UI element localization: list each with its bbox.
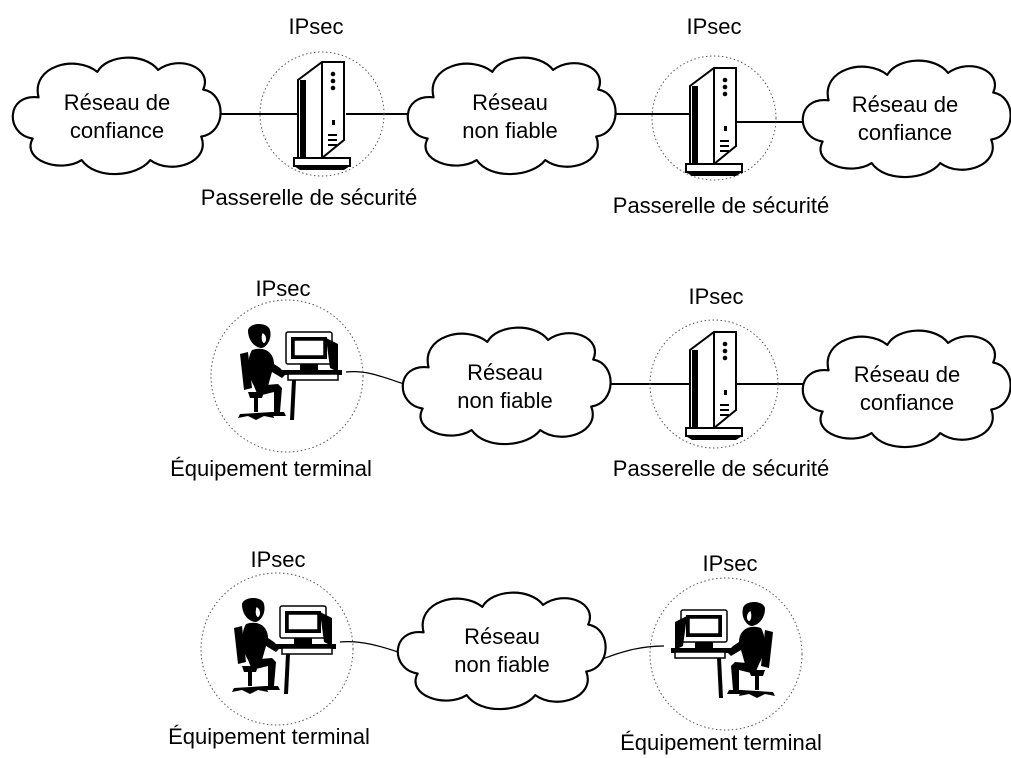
security-gateway: IPsec Passerelle de sécurité [613,14,829,218]
cloud-label-line-2: confiance [860,390,954,415]
terminal-equipment: IPsec Équipement terminal [620,551,822,755]
ipsec-zone-circle [210,299,364,453]
terminal-caption: Équipement terminal [168,724,370,749]
ipsec-zone-circle [649,319,779,449]
gateway-caption: Passerelle de sécurité [613,456,829,481]
cloud-label-line-1: Réseau [472,90,548,115]
terminal-caption: Équipement terminal [620,730,822,755]
ipsec-label: IPsec [255,276,310,301]
gateway-icon [685,331,743,441]
row-3: IPsec Équipement terminal Réseau non fia… [168,547,822,755]
terminal-caption: Équipement terminal [170,456,372,481]
ipsec-label: IPsec [702,551,757,576]
link-line [339,641,399,653]
row-2: IPsec Équipement terminal Réseau non fia… [170,276,1011,481]
gateway-icon [685,67,743,177]
gateway-caption: Passerelle de sécurité [613,193,829,218]
gateway-icon [293,61,351,171]
terminal-equipment: IPsec Équipement terminal [170,276,372,481]
ipsec-label: IPsec [688,284,743,309]
trusted-network-cloud: Réseau de confiance [801,329,1011,449]
trusted-network-cloud: Réseau de confiance [801,59,1011,179]
cloud-label-line-2: confiance [858,120,952,145]
ipsec-zone-circle [200,572,354,726]
ipsec-zone-circle [651,55,777,181]
ipsec-label: IPsec [250,547,305,572]
gateway-caption: Passerelle de sécurité [201,185,417,210]
terminal-equipment: IPsec Équipement terminal [168,547,370,749]
security-gateway: IPsec Passerelle de sécurité [613,284,829,481]
workstation-icon [670,601,776,699]
untrusted-network-cloud: Réseau non fiable [406,56,617,176]
ipsec-label: IPsec [686,14,741,39]
cloud-label-line-1: Réseau de [854,362,960,387]
cloud-label-line-1: Réseau [467,360,543,385]
untrusted-network-cloud: Réseau non fiable [401,326,612,446]
cloud-label-line-1: Réseau de [64,90,170,115]
link-line [599,645,665,661]
ipsec-zone-circle [649,577,803,731]
link-line [345,371,405,385]
cloud-label-line-2: confiance [70,118,164,143]
untrusted-network-cloud: Réseau non fiable [396,591,607,711]
trusted-network-cloud: Réseau de confiance [11,56,222,176]
row-1: Réseau de confiance IPsec Passerelle de … [11,14,1011,218]
cloud-label-line-2: non fiable [462,118,557,143]
ipsec-zone-circle [259,51,385,177]
ipsec-label: IPsec [288,14,343,39]
workstation-icon [231,597,337,695]
workstation-icon [237,323,343,421]
cloud-label-line-2: non fiable [454,652,549,677]
cloud-label-line-1: Réseau de [852,92,958,117]
cloud-label-line-1: Réseau [464,624,540,649]
cloud-label-line-2: non fiable [457,388,552,413]
security-gateway: IPsec Passerelle de sécurité [201,14,417,210]
